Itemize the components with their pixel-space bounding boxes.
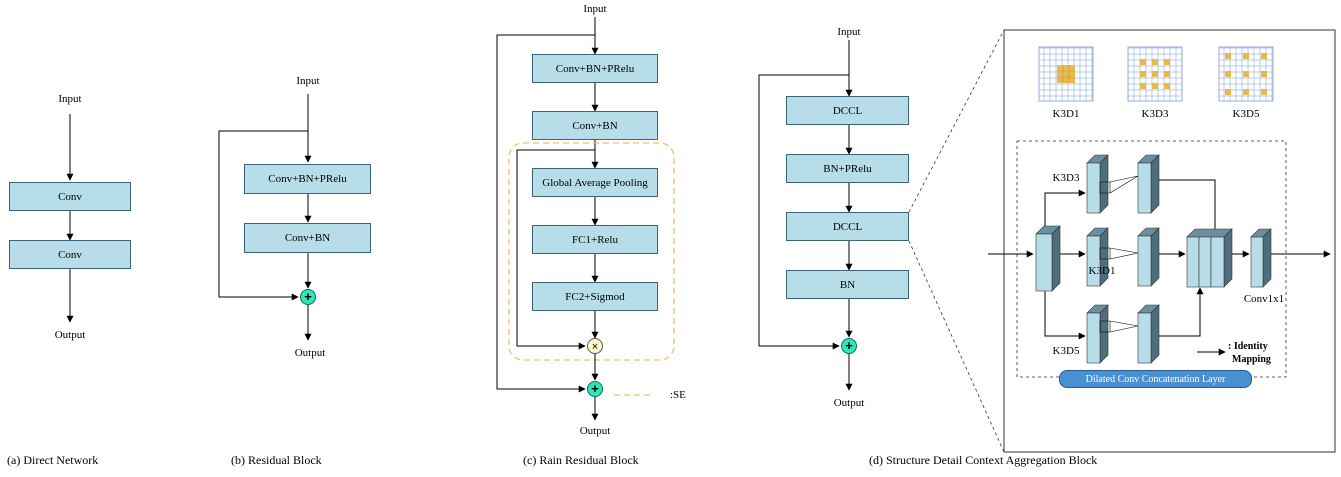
box-c-fc1-relu: FC1+Relu <box>532 225 658 254</box>
box-d-dccl-1: DCCL <box>786 96 909 125</box>
feature-block-top-1 <box>1086 154 1139 214</box>
label-b-input: Input <box>296 75 320 87</box>
add-symbol-b: + <box>304 289 312 304</box>
label-branch-k3d3: K3D3 <box>1052 172 1080 184</box>
zoom-line-top <box>908 29 1005 213</box>
label-a-output: Output <box>54 329 86 341</box>
mul-node-c <box>587 338 603 354</box>
feature-block-mid-2 <box>1137 227 1160 287</box>
feature-block-bottom-2 <box>1137 304 1160 364</box>
label-kernel-k3d5: K3D5 <box>1232 108 1260 120</box>
label-b-output: Output <box>294 347 326 359</box>
label-a-input: Input <box>58 93 82 105</box>
box-d-bn-prelu: BN+PRelu <box>786 154 909 183</box>
arrow-top-to-concat <box>1159 179 1219 239</box>
box-a-conv-2: Conv <box>9 240 131 269</box>
label-conv1x1: Conv1x1 <box>1243 293 1285 305</box>
label-identity-line2: Mapping <box>1232 354 1271 365</box>
zoom-line-bottom <box>908 240 1005 453</box>
dccl-inner-box <box>1016 140 1287 378</box>
arrow-c-outer-skip <box>496 34 595 393</box>
feature-block-bottom-1 <box>1086 304 1139 364</box>
add-node-c <box>587 381 603 397</box>
box-c-conv-bn: Conv+BN <box>532 111 658 140</box>
box-d-bn: BN <box>786 270 909 299</box>
feature-block-top-2 <box>1137 154 1160 214</box>
box-c-conv-bn-prelu: Conv+BN+PRelu <box>532 54 658 83</box>
arrow-c-inner-skip <box>516 149 595 350</box>
box-d-dccl-2: DCCL <box>786 212 909 241</box>
kernel-grid-k3d3 <box>1127 46 1183 102</box>
arrow-b-skip <box>218 130 308 301</box>
dccl-detail-panel <box>988 29 1336 453</box>
conv1x1-block <box>1250 228 1272 288</box>
panel-sdcab: + <box>758 29 1005 453</box>
label-branch-k3d5: K3D5 <box>1052 345 1080 357</box>
label-c-output: Output <box>579 425 611 437</box>
caption-a: (a) Direct Network <box>7 453 99 467</box>
arrow-branch-top <box>1044 189 1086 240</box>
mul-symbol-c: × <box>592 341 598 353</box>
caption-c: (c) Rain Residual Block <box>523 453 639 467</box>
add-node-b <box>300 289 316 305</box>
dccl-layer-name-pill: Dilated Conv Concatenation Layer <box>1059 370 1252 388</box>
feature-block-input <box>1035 225 1061 292</box>
box-c-fc2-sigmod: FC2+Sigmod <box>532 282 658 311</box>
label-kernel-k3d1: K3D1 <box>1052 108 1080 120</box>
se-region <box>508 142 675 361</box>
label-d-output: Output <box>833 397 865 409</box>
box-b-conv-bn: Conv+BN <box>244 223 371 253</box>
label-c-input: Input <box>583 3 607 15</box>
arrow-branch-bottom <box>1044 276 1086 340</box>
caption-b: (b) Residual Block <box>231 453 322 467</box>
add-node-d <box>841 338 857 354</box>
box-b-conv-bn-prelu: Conv+BN+PRelu <box>244 164 371 194</box>
kernel-grid-k3d5 <box>1218 46 1274 102</box>
add-symbol-d: + <box>845 338 853 353</box>
label-branch-k3d1: K3D1 <box>1088 265 1116 277</box>
arrow-d-skip <box>758 74 849 350</box>
panel-rain-residual-block: × + <box>496 17 675 421</box>
panel-residual-block: + <box>218 94 316 341</box>
label-d-input: Input <box>837 26 861 38</box>
arrow-bottom-to-concat <box>1159 287 1204 337</box>
concat-stack <box>1186 228 1233 288</box>
box-a-conv-1: Conv <box>9 182 131 211</box>
label-c-se-legend: :SE <box>670 389 686 401</box>
caption-d: (d) Structure Detail Context Aggregation… <box>869 453 1098 467</box>
box-c-global-average-pooling: Global Average Pooling <box>532 168 658 197</box>
feature-block-mid-1 <box>1086 227 1139 287</box>
label-kernel-k3d3: K3D3 <box>1141 108 1169 120</box>
add-symbol-c: + <box>591 381 599 396</box>
kernel-grid-k3d1 <box>1038 46 1094 102</box>
label-identity-line1: : Identity <box>1228 341 1268 352</box>
